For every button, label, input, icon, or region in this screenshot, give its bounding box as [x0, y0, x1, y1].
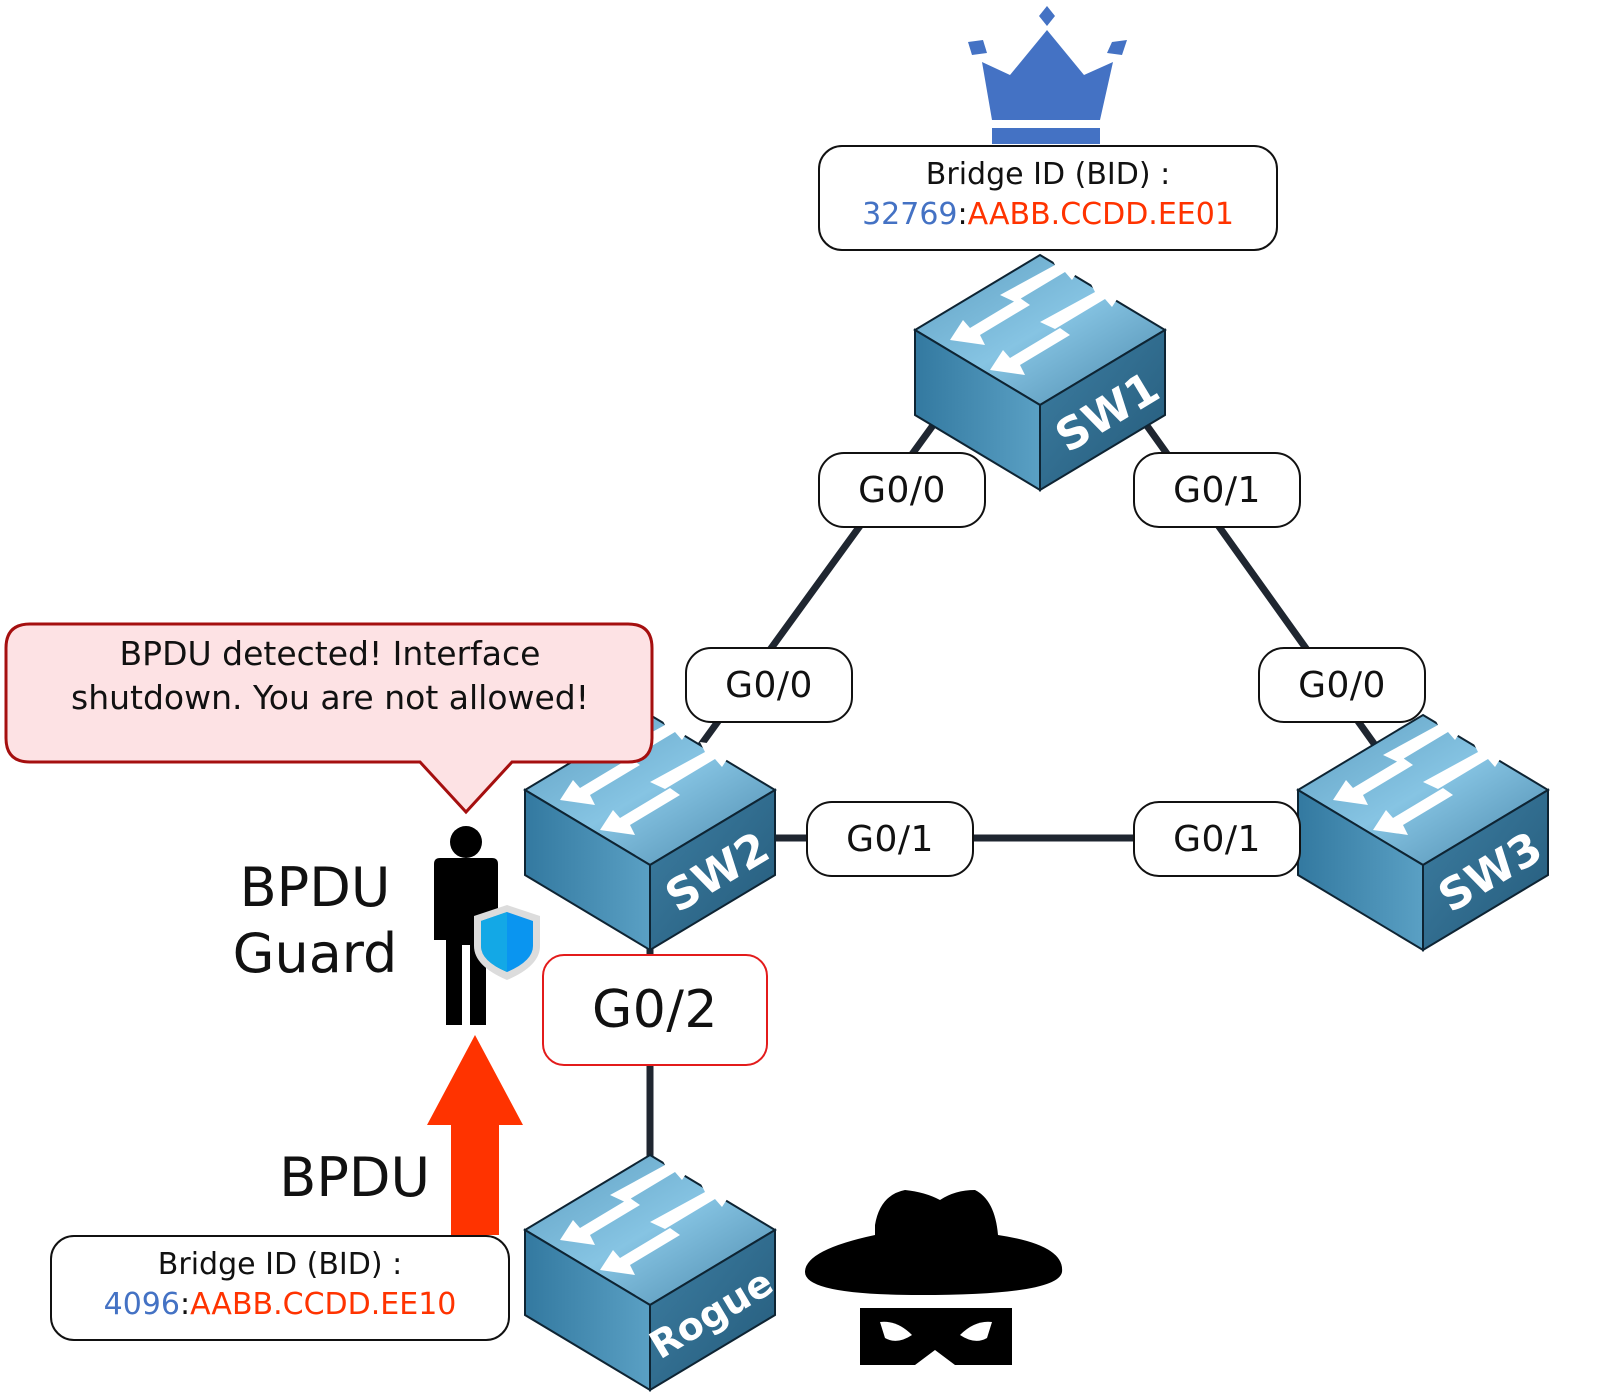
rogue-bridge-bid-box: Bridge ID (BID) : 4096:AABB.CCDD.EE10 [50, 1235, 510, 1341]
root-bid-value: 32769:AABB.CCDD.EE01 [820, 195, 1276, 235]
guard-line-2: Guard [232, 922, 398, 985]
shield-icon [474, 905, 540, 980]
root-bid-mac: AABB.CCDD.EE01 [967, 197, 1234, 232]
root-bid-title: Bridge ID (BID) : [925, 157, 1171, 192]
port-label-sw3-g01: G0/1 [1133, 801, 1301, 877]
bpdu-arrow-label: BPDU [279, 1146, 430, 1209]
alert-line-2: shutdown. You are not allowed! [71, 678, 589, 717]
port-label-sw1-g00: G0/0 [818, 452, 986, 528]
alert-line-1: BPDU detected! Interface [119, 634, 541, 673]
port-label-sw3-g00: G0/0 [1258, 647, 1426, 723]
port-label-sw1-g01: G0/1 [1133, 452, 1301, 528]
alert-callout [4, 622, 654, 815]
rogue-bid-value: 4096:AABB.CCDD.EE10 [52, 1285, 508, 1325]
port-label-sw2-g02-blocked: G0/2 [542, 954, 768, 1066]
root-bid-priority: 32769 [862, 197, 958, 232]
rogue-bid-title: Bridge ID (BID) : [157, 1247, 403, 1282]
rogue-bid-sep: : [179, 1287, 191, 1322]
crown-icon [968, 6, 1127, 144]
guard-person-icon [434, 826, 498, 1025]
attacker-spy-icon [805, 1190, 1063, 1365]
alert-message: BPDU detected! Interface shutdown. You a… [20, 632, 640, 720]
rogue-bid-priority: 4096 [103, 1287, 180, 1322]
bpdu-guard-label: BPDU Guard [210, 855, 420, 987]
root-bid-sep: : [957, 197, 968, 232]
port-label-sw2-g00: G0/0 [685, 647, 853, 723]
bpdu-arrow [427, 1035, 523, 1235]
root-bridge-bid-box: Bridge ID (BID) : 32769:AABB.CCDD.EE01 [818, 145, 1278, 251]
port-label-sw2-g01: G0/1 [806, 801, 974, 877]
guard-line-1: BPDU [239, 856, 391, 919]
rogue-bid-mac: AABB.CCDD.EE10 [190, 1287, 457, 1322]
